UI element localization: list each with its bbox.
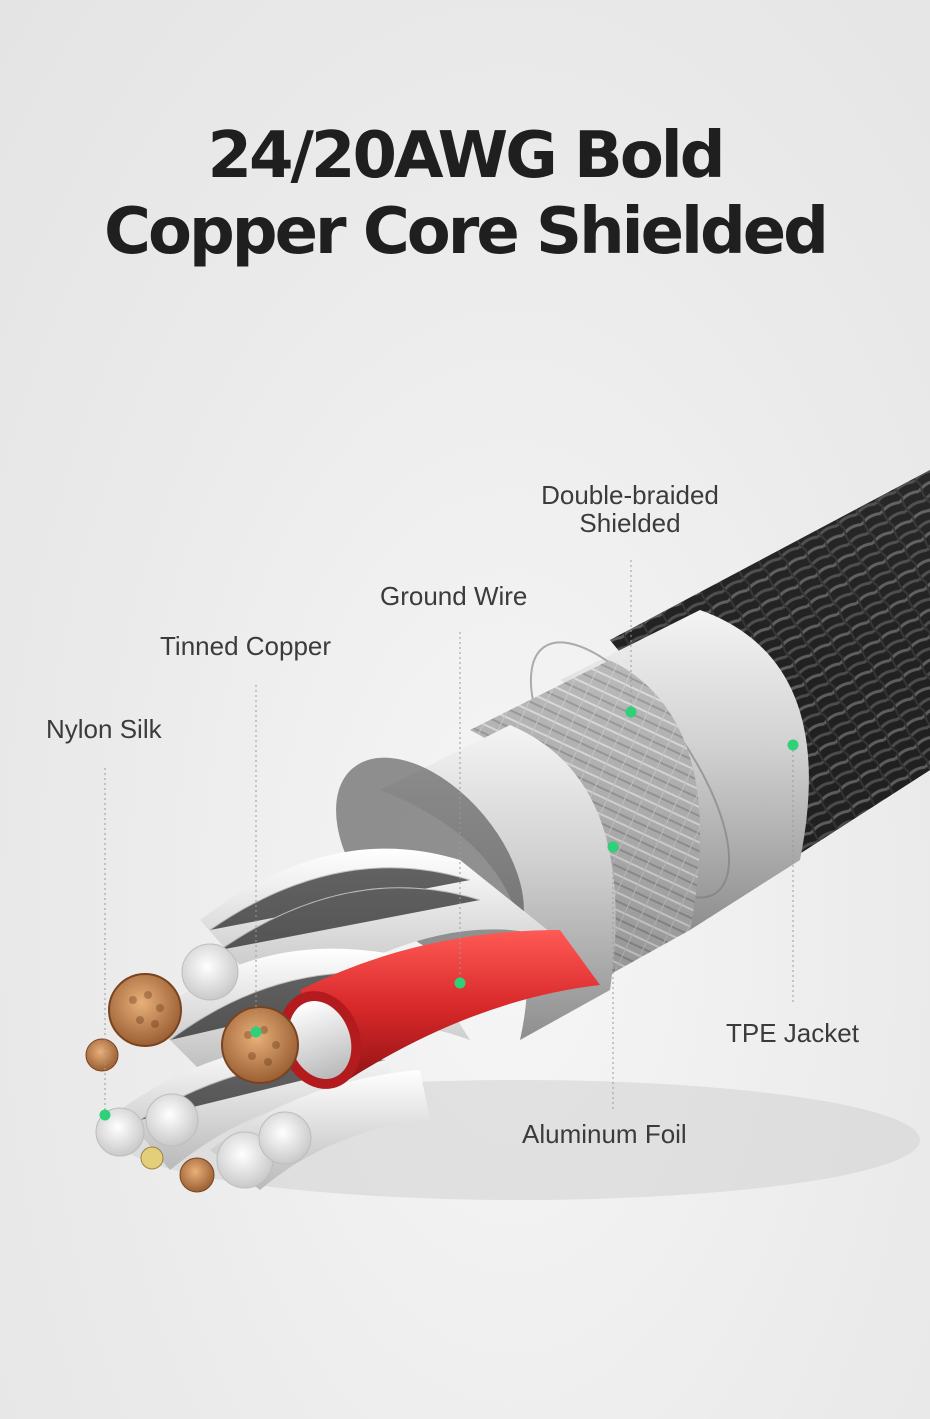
marker-tpe-jacket: [787, 739, 799, 751]
marker-ground-wire: [454, 977, 466, 989]
label-aluminum-foil: Aluminum Foil: [522, 1119, 687, 1149]
white-strand-ends: [95, 943, 312, 1189]
label-nylon-silk: Nylon Silk: [46, 714, 162, 744]
label-double-braided-line-1: Double-braided: [541, 480, 719, 510]
marker-tinned-copper: [250, 1026, 262, 1038]
label-ground-wire: Ground Wire: [380, 581, 528, 611]
headline-line-2: Copper Core Shielded: [104, 195, 829, 269]
marker-aluminum-foil: [607, 841, 619, 853]
label-double-braided-line-2: Shielded: [579, 508, 681, 538]
copper-strand-ends: [85, 973, 299, 1193]
headline-line-1: 24/20AWG Bold: [207, 119, 725, 193]
headline: 24/20AWG Bold Copper Core Shielded: [0, 118, 930, 270]
label-tpe-jacket: TPE Jacket: [726, 1018, 859, 1048]
red-wire: [278, 930, 600, 1089]
marker-nylon-silk: [99, 1109, 111, 1121]
label-tinned-copper: Tinned Copper: [160, 631, 332, 661]
leader-lines: [104, 560, 794, 1112]
label-double-braided: Double-braided Shielded: [520, 481, 740, 537]
marker-dots: [99, 706, 799, 1121]
marker-double-braided: [625, 706, 637, 718]
